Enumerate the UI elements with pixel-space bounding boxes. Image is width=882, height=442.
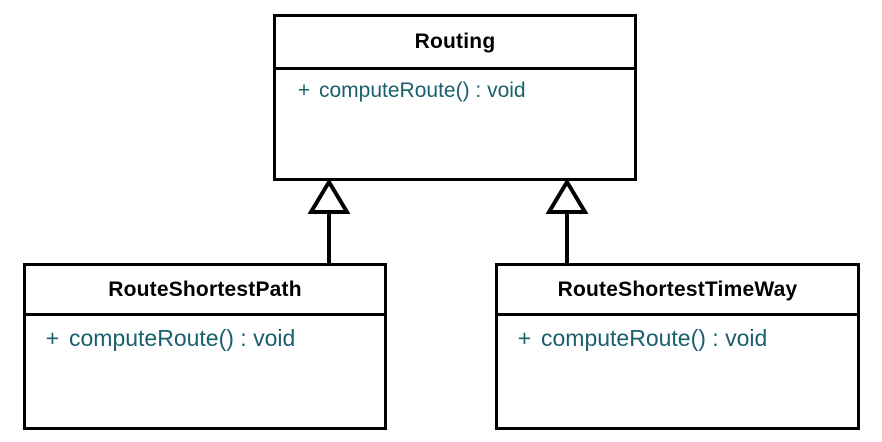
uml-operation-row: + computeRoute() : void bbox=[498, 325, 857, 352]
uml-visibility-marker: + bbox=[297, 79, 311, 102]
uml-operation-signature: computeRoute() : void bbox=[541, 325, 768, 351]
generalization-arrow-route-shortest-path bbox=[307, 178, 351, 263]
uml-class-routing[interactable]: Routing + computeRoute() : void bbox=[273, 14, 637, 181]
uml-operations-compartment-route-shortest-time-way: + computeRoute() : void bbox=[498, 316, 857, 427]
generalization-triangle-left bbox=[307, 178, 351, 214]
uml-operation-signature: computeRoute() : void bbox=[69, 325, 296, 351]
uml-operations-compartment-route-shortest-path: + computeRoute() : void bbox=[26, 316, 384, 427]
uml-class-name-routing: Routing bbox=[276, 17, 634, 70]
uml-class-name-route-shortest-path: RouteShortestPath bbox=[26, 266, 384, 316]
generalization-arrow-route-shortest-time-way bbox=[545, 178, 589, 263]
uml-operation-signature: computeRoute() : void bbox=[319, 79, 526, 102]
uml-visibility-marker: + bbox=[45, 325, 60, 351]
uml-class-route-shortest-path[interactable]: RouteShortestPath + computeRoute() : voi… bbox=[23, 263, 387, 430]
uml-operation-row: + computeRoute() : void bbox=[276, 79, 634, 103]
uml-operations-compartment-routing: + computeRoute() : void bbox=[276, 70, 634, 178]
generalization-triangle-right bbox=[545, 178, 589, 214]
uml-class-name-route-shortest-time-way: RouteShortestTimeWay bbox=[498, 266, 857, 316]
uml-operation-row: + computeRoute() : void bbox=[26, 325, 384, 352]
uml-class-route-shortest-time-way[interactable]: RouteShortestTimeWay + computeRoute() : … bbox=[495, 263, 860, 430]
uml-visibility-marker: + bbox=[517, 325, 532, 351]
